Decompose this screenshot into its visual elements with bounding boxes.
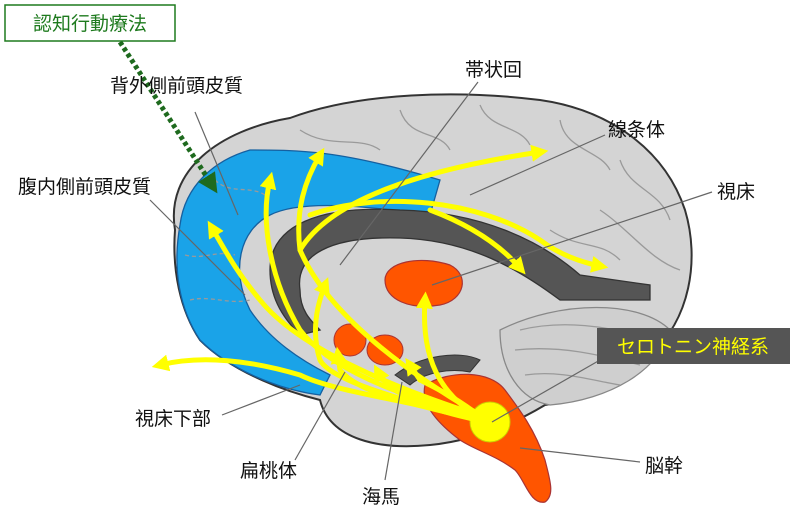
label-hippocampus: 海馬 — [362, 486, 400, 508]
cbt-arrow — [117, 40, 218, 194]
label-hypothalamus: 視床下部 — [135, 408, 211, 430]
label-striatum: 線条体 — [608, 119, 665, 141]
label-amygdala: 扁桃体 — [240, 460, 297, 482]
label-vmpfc: 腹内側前頭皮質 — [18, 176, 151, 198]
thalamus — [384, 259, 463, 307]
cbt-label: 認知行動療法 — [33, 13, 147, 35]
label-dlpfc: 背外側前頭皮質 — [110, 75, 243, 97]
label-cingulate: 帯状回 — [465, 59, 522, 81]
serotonin-box — [597, 328, 790, 364]
leader-lines — [149, 81, 713, 481]
serotonin-label: セロトニン神経系 — [617, 336, 769, 358]
serotonin-pathways — [151, 144, 609, 423]
label-brainstem: 脳幹 — [645, 455, 683, 477]
raphe-nucleus — [469, 401, 511, 443]
label-thalamus: 視床 — [717, 181, 755, 203]
cbt-box — [4, 4, 176, 42]
prefrontal-cortex — [176, 149, 441, 396]
